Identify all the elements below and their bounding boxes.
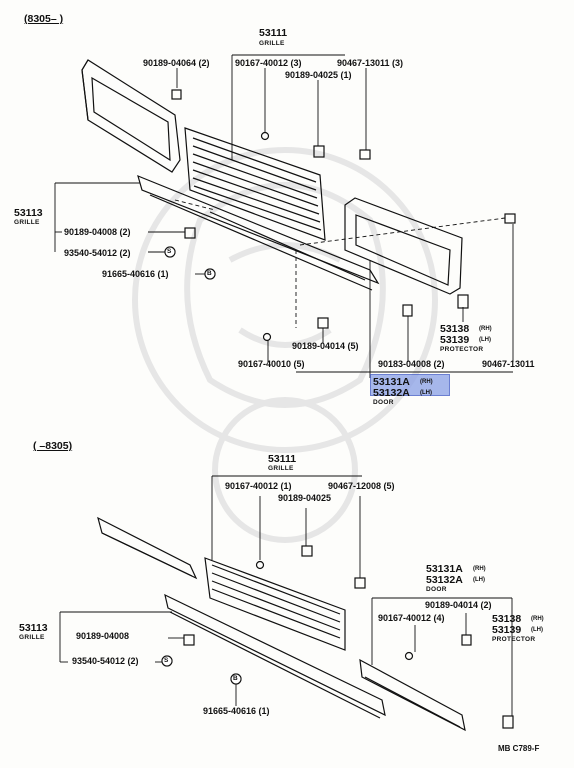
lower-part-90467-12008[interactable]: 90467-12008 (5) [328,481,395,491]
upper-side-grille-text: GRILLE [14,219,40,226]
part-90189-04025-1[interactable]: 90189-04025 (1) [285,70,352,80]
lower-protector-rh-side: (RH) [531,616,544,622]
part-90467-13011[interactable]: 90467-13011 [482,359,535,369]
lower-door-lh-number[interactable]: 53132A [426,574,463,586]
part-90183-04008[interactable]: 90183-04008 (2) [378,359,445,369]
upper-protector-rh-side: (RH) [479,326,492,332]
lower-part-90167-40012-4[interactable]: 90167-40012 (4) [378,613,445,623]
lower-door-rh-side: (RH) [473,566,486,572]
upper-door-lh-side: (LH) [420,390,432,396]
upper-side-grille-number[interactable]: 53113 [14,207,43,219]
lower-date-range: ( –8305) [33,440,73,452]
upper-lower-grille-strip [137,174,380,291]
part-93540-54012[interactable]: 93540-54012 (2) [64,248,131,258]
lower-grille-number[interactable]: 53111 [268,453,297,465]
lower-door-lh-side: (LH) [473,577,485,583]
lower-grille-text: GRILLE [268,465,294,472]
lower-side-grille-number[interactable]: 53113 [19,622,48,634]
lower-main-grille [204,557,346,651]
lower-protector-rh-number[interactable]: 53138 [492,613,522,625]
upper-protector-lh-side: (LH) [479,337,491,343]
upper-grille-text: GRILLE [259,40,285,47]
watermark-crest [132,147,438,543]
callout-s-letter: S [167,248,172,255]
lower-part-90189-04014[interactable]: 90189-04014 (2) [425,600,492,610]
callout-b-letter: B [207,270,212,277]
lower-door-rh-number[interactable]: 53131A [426,563,463,575]
upper-door-rh-number[interactable]: 53131A [373,376,410,388]
door-part-highlight[interactable] [370,374,450,396]
lower-protector-lh-number[interactable]: 53139 [492,624,522,636]
lower-part-91665-40616[interactable]: 91665-40616 (1) [203,706,270,716]
callout-s-letter-lower: S [164,657,169,664]
upper-callout-s [164,246,176,258]
callout-b-letter-lower: B [233,675,238,682]
upper-protector-text: PROTECTOR [440,346,484,353]
upper-callout-b [204,268,216,280]
part-90467-13011-3[interactable]: 90467-13011 (3) [337,58,404,68]
upper-main-grille [184,127,326,241]
upper-date-range: (8305– ) [24,13,64,25]
lower-protector-text: PROTECTOR [492,636,536,643]
part-90189-04014[interactable]: 90189-04014 (5) [292,341,359,351]
part-91665-40616[interactable]: 91665-40616 (1) [102,269,169,279]
upper-protector-rh-number[interactable]: 53138 [440,323,470,335]
part-90167-40010[interactable]: 90167-40010 (5) [238,359,305,369]
part-90189-04064[interactable]: 90189-04064 (2) [143,58,210,68]
lower-grille-strip [164,593,386,719]
upper-right-door-frame [344,197,463,295]
lower-callout-s [161,655,173,667]
lower-side-grille-text: GRILLE [19,634,45,641]
lower-door-text: DOOR [426,586,447,593]
upper-door-text: DOOR [373,399,394,406]
lower-part-90189-04008[interactable]: 90189-04008 [76,631,130,641]
upper-door-rh-side: (RH) [420,379,433,385]
upper-leader-lines [54,54,514,378]
lower-protector-lh-side: (LH) [531,627,543,633]
lower-part-90189-04025[interactable]: 90189-04025 [278,493,332,503]
lower-leader-lines [59,475,513,716]
upper-protector-lh-number[interactable]: 53139 [440,334,470,346]
upper-door-lh-number[interactable]: 53132A [373,387,410,399]
lower-part-90167-40012[interactable]: 90167-40012 (1) [225,481,292,491]
part-90189-04008-2[interactable]: 90189-04008 (2) [64,227,131,237]
figure-code: MB C789-F [498,744,540,753]
part-90167-40012[interactable]: 90167-40012 (3) [235,58,302,68]
lower-callout-b [230,673,242,685]
lower-left-door [97,516,198,580]
upper-left-door-frame [81,59,181,173]
upper-grille-number[interactable]: 53111 [259,27,288,39]
lower-part-93540-54012[interactable]: 93540-54012 (2) [72,656,139,666]
lower-right-door [359,658,466,732]
